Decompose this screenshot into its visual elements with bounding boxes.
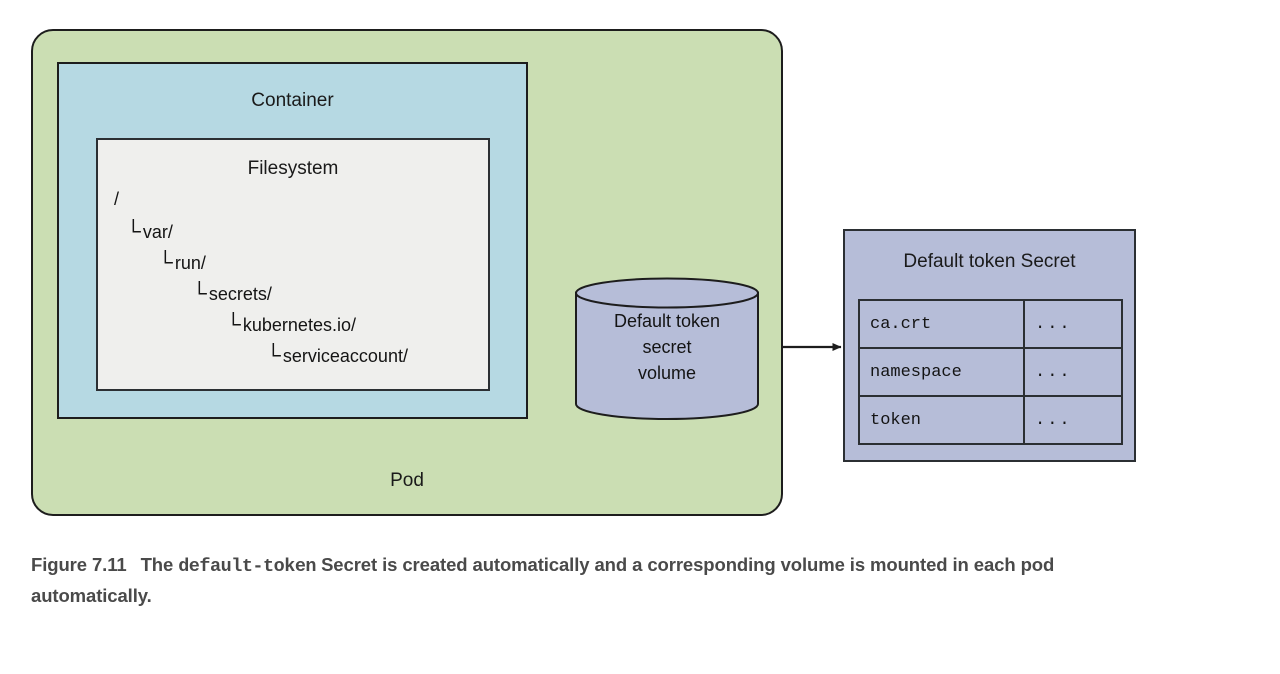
volume-label-line3: volume: [637, 363, 697, 384]
fs-node-serviceaccount: └serviceaccount/: [112, 345, 408, 376]
filesystem-label: Filesystem: [247, 158, 339, 179]
fs-node-label: secrets/: [208, 284, 272, 304]
volume-label-line2: secret: [642, 337, 692, 358]
default-token-secret-volume: Default token secret volume: [574, 277, 760, 420]
secret-title: Default token Secret: [903, 251, 1076, 272]
table-row: token ...: [858, 395, 1123, 445]
secret-value: ...: [1023, 395, 1123, 445]
caption-text-before: The: [140, 554, 179, 575]
secret-key: ca.crt: [858, 299, 1025, 349]
fs-node-secrets: └secrets/: [112, 283, 408, 314]
default-token-secret-box: Default token Secret ca.crt ... namespac…: [843, 229, 1136, 462]
fs-node-root: /: [112, 190, 408, 221]
fs-node-label: /: [114, 189, 120, 209]
fs-node-label: var/: [142, 222, 173, 242]
fs-node-run: └run/: [112, 252, 408, 283]
volume-label: Default token secret volume: [574, 308, 760, 386]
secret-value: ...: [1023, 299, 1123, 349]
pod-label: Pod: [390, 470, 424, 491]
tree-elbow-icon: └: [192, 282, 207, 305]
fs-node-label: serviceaccount/: [282, 346, 408, 366]
fs-node-label: kubernetes.io/: [242, 315, 356, 335]
cylinder-shape: [575, 277, 759, 420]
filesystem-tree: / └var/ └run/ └secrets/ └kubernetes.io/ …: [112, 190, 408, 376]
tree-elbow-icon: └: [126, 220, 141, 243]
table-row: ca.crt ...: [858, 299, 1123, 349]
tree-elbow-icon: └: [226, 313, 241, 336]
tree-elbow-icon: └: [158, 251, 173, 274]
filesystem-box: Filesystem / └var/ └run/ └secrets/ └kube…: [96, 138, 490, 391]
caption-figure-number: Figure 7.11: [31, 554, 127, 575]
secret-value: ...: [1023, 347, 1123, 397]
secret-key: token: [858, 395, 1025, 445]
caption-text-after: Secret is created automatically and a co…: [31, 554, 1055, 606]
container-label: Container: [251, 90, 334, 111]
fs-node-var: └var/: [112, 221, 408, 252]
figure-caption: Figure 7.11 The default-token Secret is c…: [31, 551, 1151, 610]
secret-entries-table: ca.crt ... namespace ... token ...: [858, 299, 1123, 445]
caption-mono-term: default-token: [178, 556, 317, 577]
fs-node-label: run/: [174, 253, 206, 273]
secret-key: namespace: [858, 347, 1025, 397]
fs-node-kubernetesio: └kubernetes.io/: [112, 314, 408, 345]
table-row: namespace ...: [858, 347, 1123, 397]
volume-label-line1: Default token: [613, 311, 721, 331]
tree-elbow-icon: └: [266, 344, 281, 367]
